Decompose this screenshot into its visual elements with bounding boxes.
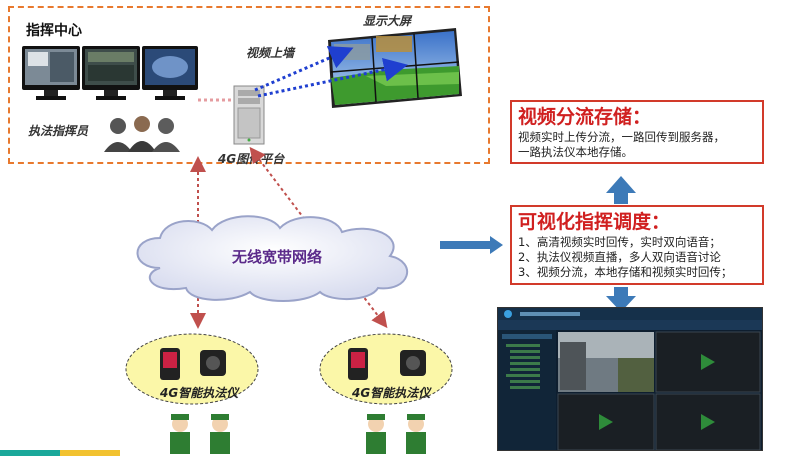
dispatch-line-2: 2、执法仪视频直播，多人双向语音讨论	[518, 250, 721, 264]
monitor-group	[22, 46, 198, 100]
device-ellipse-2	[319, 333, 453, 405]
dispatch-line-1: 1、高清视频实时回传，实时双向语音；	[518, 235, 721, 249]
command-center-box	[8, 6, 490, 164]
storage-line-2: 一路执法仪本地存储。	[518, 145, 633, 159]
dispatch-panel: 可视化指挥调度： 1、高清视频实时回传，实时双向语音； 2、执法仪视频直播，多人…	[510, 205, 764, 285]
app-screen-art	[498, 308, 762, 450]
server-tower-icon	[233, 85, 265, 145]
footer-accent-yellow	[60, 450, 120, 456]
device-ellipse-1	[125, 333, 259, 405]
device-label-1: 4G智能执法仪	[160, 386, 239, 400]
device-label-2: 4G智能执法仪	[352, 386, 431, 400]
display-wall-label: 显示大屏	[363, 14, 412, 28]
dispatch-line-3: 3、视频分流，本地存储和视频实时回传；	[518, 265, 733, 279]
footer-accent-teal	[0, 450, 60, 456]
monitor-middle	[82, 46, 140, 100]
dispatch-panel-title: 可视化指挥调度：	[518, 211, 671, 233]
storage-panel-title: 视频分流存储：	[518, 106, 652, 128]
network-label: 无线宽带网络	[232, 248, 323, 266]
operator-label: 执法指挥员	[28, 124, 89, 138]
platform-app-screenshot	[497, 307, 763, 451]
officers-icon-2	[366, 414, 426, 454]
video-to-wall-label: 视频上墙	[246, 46, 295, 60]
monitor-left	[22, 46, 80, 100]
storage-line-1: 视频实时上传分流，一路回传到服务器，	[518, 130, 725, 144]
officers-icon-1	[170, 414, 230, 454]
operators-icon	[104, 116, 180, 152]
monitor-right	[142, 46, 198, 100]
storage-panel: 视频分流存储： 视频实时上传分流，一路回传到服务器， 一路执法仪本地存储。	[510, 100, 764, 164]
command-center-title: 指挥中心	[26, 23, 82, 39]
cloud-icon	[136, 215, 409, 302]
